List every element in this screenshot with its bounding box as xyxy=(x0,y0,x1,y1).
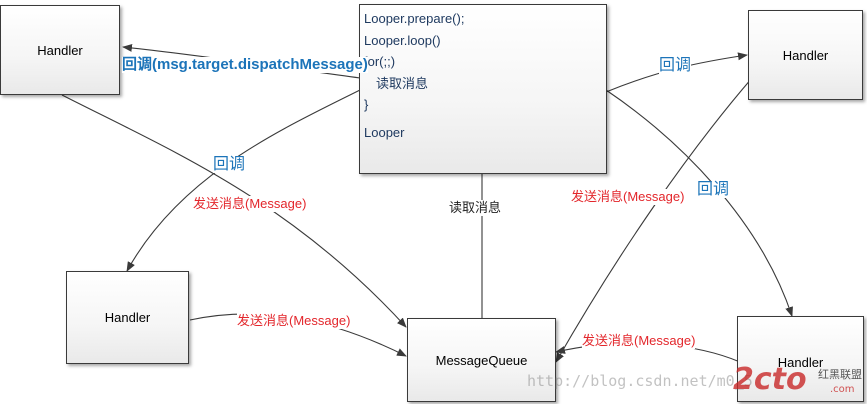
message-queue-label: MessageQueue xyxy=(435,352,528,368)
arrow-looper-to-handler-mid-left xyxy=(126,89,361,272)
handler-top-left: Handler xyxy=(0,5,120,95)
looper-code-line-1: Looper.prepare(); xyxy=(364,11,465,26)
send-right-center-label: 发送消息(Message) xyxy=(571,189,685,205)
watermark-logo-sub: 红黑联盟 xyxy=(818,368,862,381)
arrow-handler-top-left-to-queue xyxy=(61,94,407,328)
handler-mid-left: Handler xyxy=(66,271,189,364)
callback-center-label: 回调 xyxy=(213,156,246,173)
looper-code-line-5: } xyxy=(364,97,369,112)
callback-top-right-label: 回调 xyxy=(659,57,692,74)
send-center-label: 发送消息(Message) xyxy=(193,196,307,212)
watermark-logo: 2cto xyxy=(733,362,807,397)
watermark-logo-site: .com xyxy=(830,384,855,395)
looper-code-line-3: for(;;) xyxy=(364,54,396,69)
watermark-url: http://blog.csdn.net/m0_5 xyxy=(527,372,753,390)
handler-top-left-label: Handler xyxy=(37,42,83,58)
callback-right-label: 回调 xyxy=(697,181,730,198)
handler-bottom-right-label: Handler xyxy=(777,354,824,370)
looper-code-line-2: Looper.loop() xyxy=(364,32,441,48)
handler-mid-left-label: Handler xyxy=(104,310,151,325)
looper-box: Looper.prepare(); Looper.loop() for(;;) … xyxy=(359,4,607,174)
handler-bottom-right: Handler xyxy=(737,316,864,402)
arrow-handler-top-right-to-queue xyxy=(555,77,753,363)
looper-code-line-4: 读取消息 xyxy=(376,75,429,91)
message-queue-box: MessageQueue xyxy=(407,318,556,402)
send-mid-left-label: 发送消息(Message) xyxy=(237,313,351,329)
looper-code-line-6: Looper xyxy=(364,124,405,140)
read-message-label: 读取消息 xyxy=(449,200,502,216)
callback-dispatch-label: 回调(msg.target.dispatchMessage) xyxy=(122,56,368,73)
handler-top-right-label: Handler xyxy=(782,47,829,63)
handler-top-right: Handler xyxy=(748,10,863,100)
send-bottom-right-label: 发送消息(Message) xyxy=(582,333,696,349)
